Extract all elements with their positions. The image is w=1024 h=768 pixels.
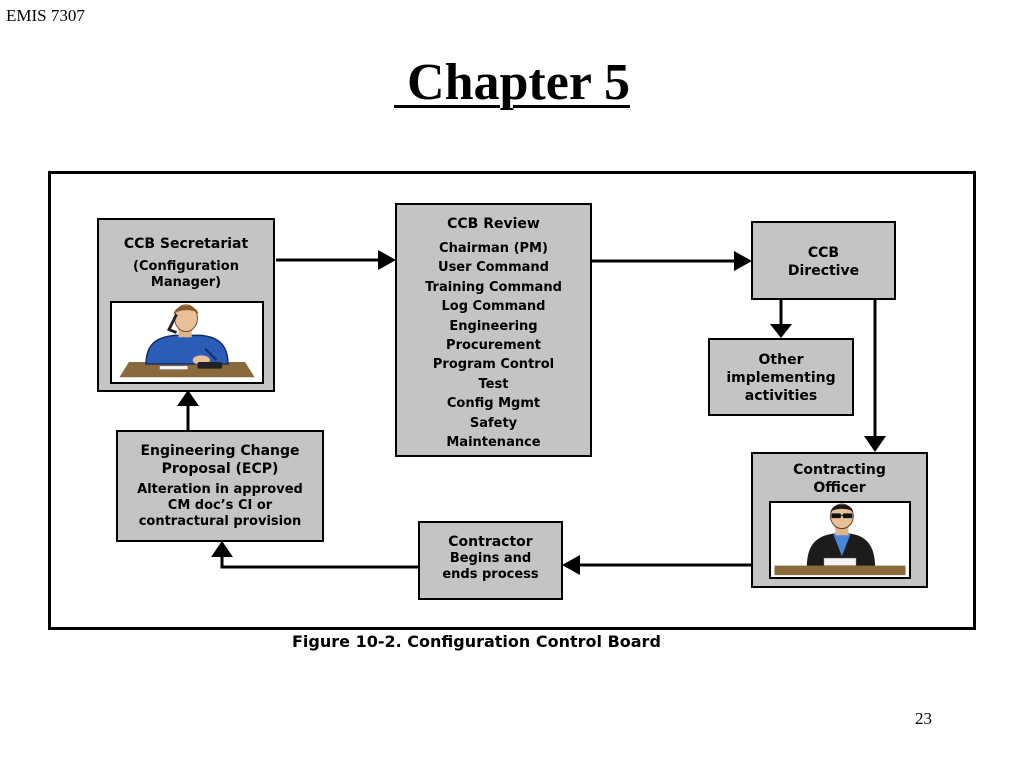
- ccb-secretariat-title: CCB Secretariat: [123, 236, 249, 252]
- contracting-officer-title-line2: Officer: [813, 480, 866, 496]
- arrowhead-other: [770, 324, 792, 338]
- other-activities-line1: Other: [758, 352, 804, 368]
- man-in-sunglasses-at-desk-icon: [774, 503, 906, 576]
- ccb-directive-title-line2: Directive: [787, 263, 860, 279]
- ecp-detail-line1: Alteration in approved: [137, 482, 303, 497]
- course-label: EMIS 7307: [6, 6, 85, 25]
- ccb-directive-box: CCB Directive: [751, 221, 896, 300]
- contractor-line1: Contractor: [448, 534, 533, 550]
- ccb-review-members: Chairman (PM) User Command Training Comm…: [397, 239, 590, 452]
- ecp-box: Engineering Change Proposal (ECP) Altera…: [116, 430, 324, 542]
- ccb-member: Engineering: [449, 318, 538, 334]
- contracting-officer-box: Contracting Officer: [751, 452, 928, 588]
- ecp-title-line2: Proposal (ECP): [161, 461, 279, 477]
- ccb-member: Safety: [469, 415, 518, 431]
- ccb-member: Program Control: [432, 357, 555, 373]
- ccb-secretariat-subtitle-line2: Manager): [150, 275, 222, 290]
- ccb-secretariat-subtitle-line1: (Configuration: [133, 259, 239, 274]
- other-activities-line3: activities: [744, 388, 818, 404]
- other-activities-box: Other implementing activities: [708, 338, 854, 416]
- man-at-desk-on-phone-icon: [119, 304, 255, 378]
- contracting-officer-title-line1: Contracting: [793, 462, 886, 478]
- ecp-title-line1: Engineering Change: [140, 443, 300, 459]
- contractor-box: Contractor Begins and ends process: [418, 521, 563, 600]
- ccb-member: User Command: [438, 260, 549, 276]
- ccb-member: Test: [478, 376, 509, 392]
- arrowhead-officer: [864, 436, 886, 452]
- arrowhead-review: [378, 250, 396, 270]
- secretariat-illustration: [110, 301, 264, 384]
- contractor-line2: Begins and: [449, 551, 532, 566]
- officer-illustration: [769, 501, 911, 579]
- page-number: 23: [915, 709, 932, 728]
- ccb-secretariat-box: CCB Secretariat (Configuration Manager): [97, 218, 275, 392]
- ccb-member: Training Command: [425, 279, 562, 295]
- arrowhead-directive: [734, 251, 752, 271]
- ccb-member: Log Command: [441, 299, 546, 315]
- arrowhead-secretariat: [177, 390, 199, 406]
- ccb-review-box: CCB Review Chairman (PM) User Command Tr…: [395, 203, 592, 457]
- ccb-member: Maintenance: [446, 435, 541, 451]
- ccb-review-title: CCB Review: [447, 216, 540, 232]
- figure-caption: Figure 10-2. Configuration Control Board: [292, 632, 661, 651]
- arrowhead-ecp: [211, 541, 233, 557]
- ecp-detail-line2: CM doc’s CI or: [167, 498, 273, 513]
- slide-title: Chapter 5: [394, 54, 630, 111]
- other-activities-line2: implementing: [726, 370, 836, 386]
- ccb-directive-title-line1: CCB: [807, 245, 840, 261]
- ccb-member: Config Mgmt: [446, 396, 541, 412]
- ecp-detail-line3: contractural provision: [138, 514, 302, 529]
- arrow-contractor-to-ecp: [220, 557, 418, 569]
- ccb-member: Procurement: [446, 338, 541, 354]
- ccb-member: Chairman (PM): [439, 241, 548, 256]
- arrowhead-contractor: [562, 555, 580, 575]
- contractor-line3: ends process: [442, 567, 539, 582]
